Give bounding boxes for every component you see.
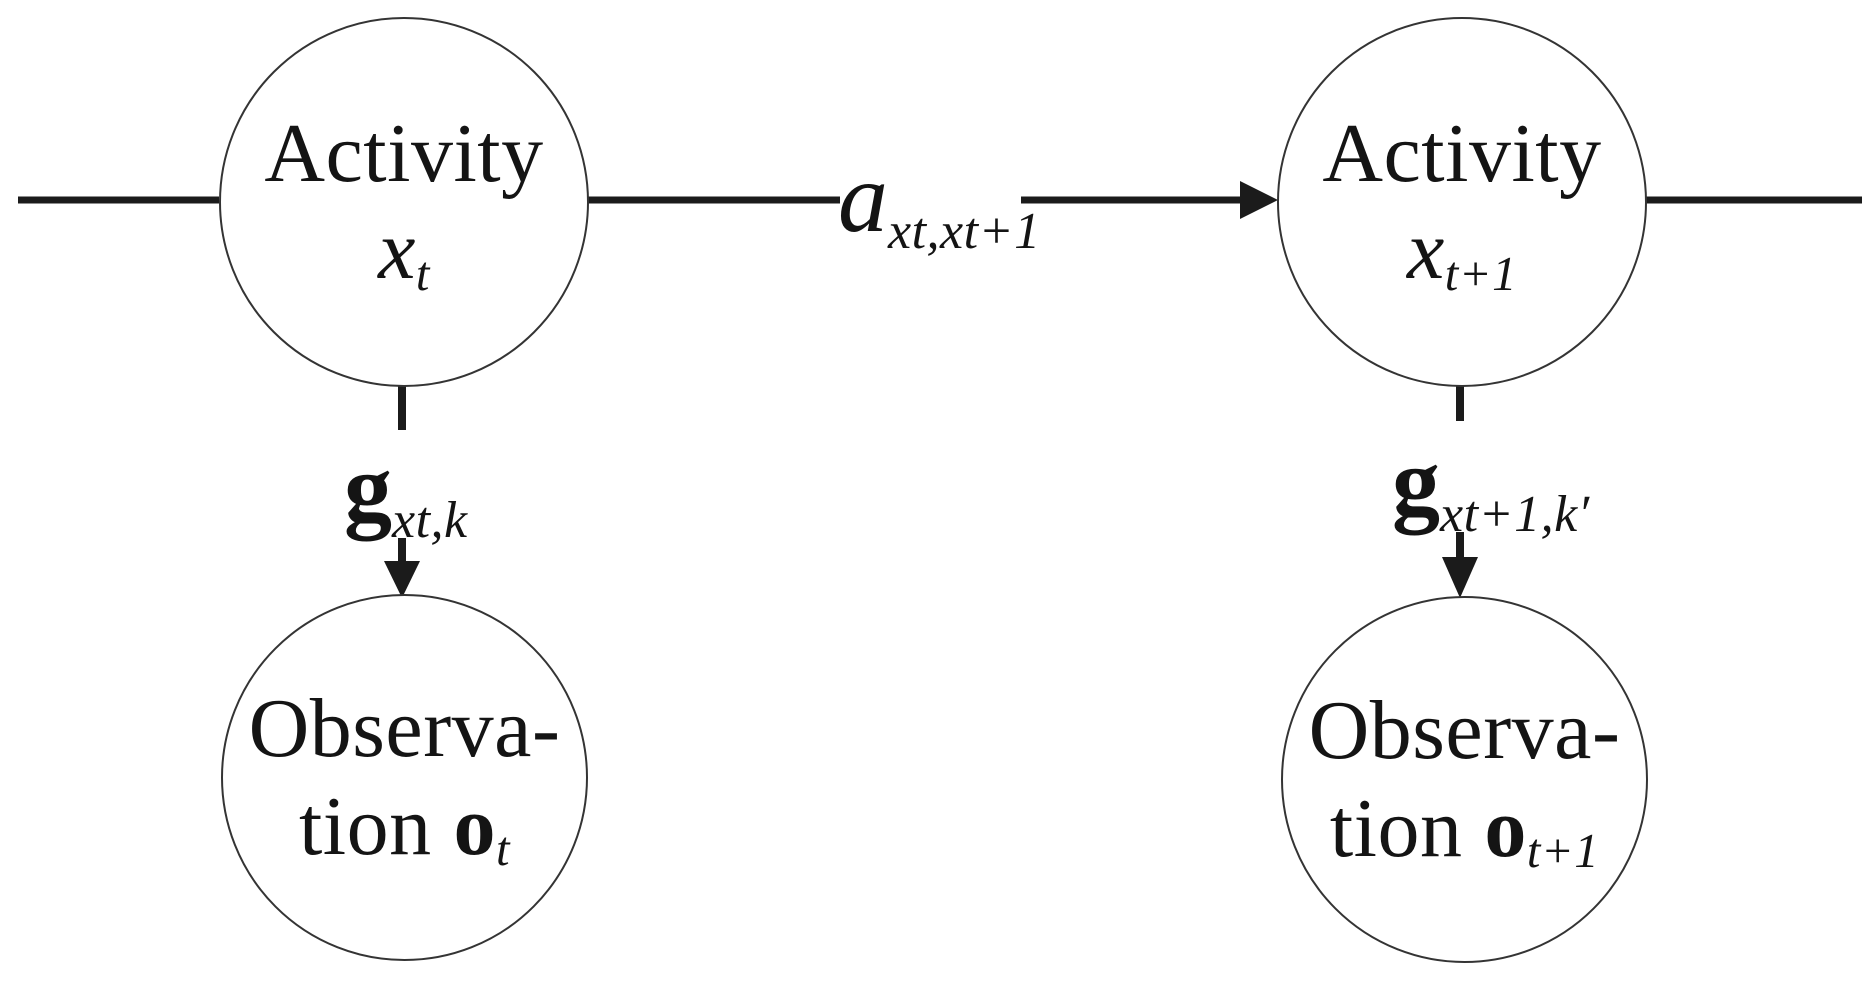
node-activity-t-word: Activity — [264, 106, 544, 200]
node-observation-t-word1: Observa- — [248, 682, 561, 776]
node-activity-t1-word: Activity — [1322, 106, 1602, 200]
emission-t-arrowhead-icon — [384, 561, 420, 598]
node-observation-t1-word1: Observa- — [1308, 684, 1621, 778]
node-observation-t-line1: Observa- — [249, 680, 561, 777]
emission-t1-arrowhead-icon — [1442, 557, 1478, 598]
node-activity-t1-title: Activity — [1322, 105, 1601, 202]
transition-label-base: a — [838, 142, 888, 253]
emission-t1-label-sub: xt+1,k′ — [1440, 485, 1590, 543]
node-observation-t-word2: tion — [298, 779, 432, 873]
node-observation-t-var-base: o — [453, 779, 496, 873]
emission-t1-label-base: g — [1392, 428, 1440, 535]
transition-arrowhead-icon — [1240, 181, 1278, 219]
node-activity-t1-variable: xt+1 — [1406, 202, 1518, 301]
transition-label-sub: xt,xt+1 — [888, 202, 1041, 260]
node-observation-t1-word2: tion — [1329, 781, 1463, 875]
edge-label-transition: axt,xt+1 — [838, 148, 1041, 258]
edge-label-emission-t1: gxt+1,k′ — [1392, 434, 1590, 541]
node-activity-t-var-sub: t — [415, 246, 430, 301]
emission-t-label-sub: xt,k — [392, 491, 468, 549]
node-activity-t: Activity xt — [219, 17, 589, 387]
node-observation-t1-var-base: o — [1484, 781, 1527, 875]
node-observation-t1-var-sub: t+1 — [1526, 824, 1600, 879]
node-observation-t-var-sub: t — [495, 822, 511, 877]
edge-label-emission-t: gxt,k — [344, 440, 468, 547]
node-activity-t1: Activity xt+1 — [1277, 17, 1647, 387]
emission-t-label-base: g — [344, 434, 392, 541]
node-activity-t-var-base: x — [378, 204, 416, 297]
node-activity-t1-var-sub: t+1 — [1444, 246, 1518, 301]
node-observation-t1-line1: Observa- — [1309, 682, 1621, 779]
node-activity-t-title: Activity — [264, 105, 543, 202]
node-activity-t1-var-base: x — [1406, 204, 1445, 297]
node-activity-t-variable: xt — [378, 202, 430, 301]
